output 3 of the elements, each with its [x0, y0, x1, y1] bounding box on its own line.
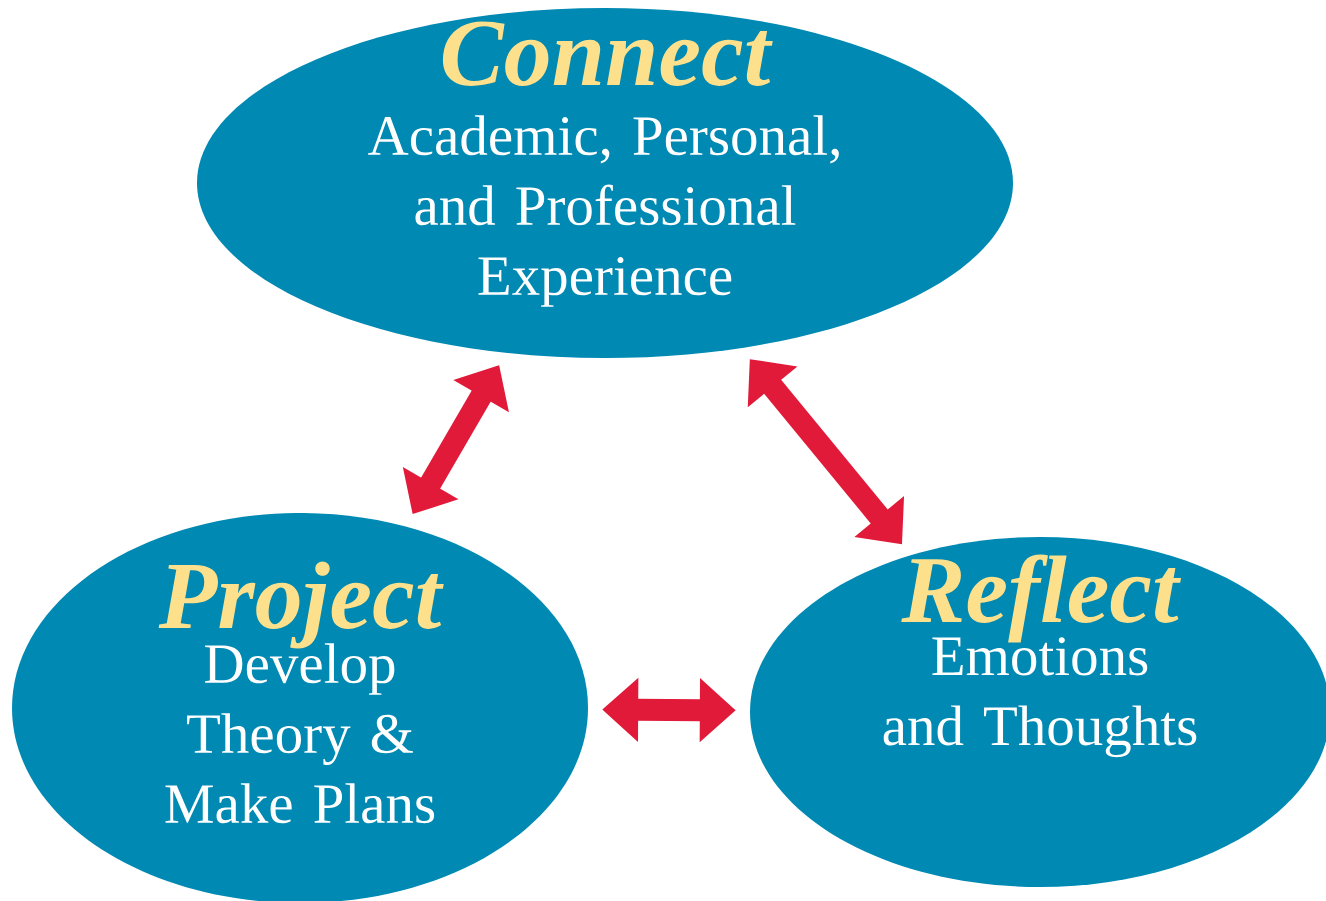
ellipse-node	[197, 8, 1013, 358]
body-text: Academic, Personal, and Professional Experience	[368, 115, 839, 307]
heading: Connect	[442, 21, 773, 86]
